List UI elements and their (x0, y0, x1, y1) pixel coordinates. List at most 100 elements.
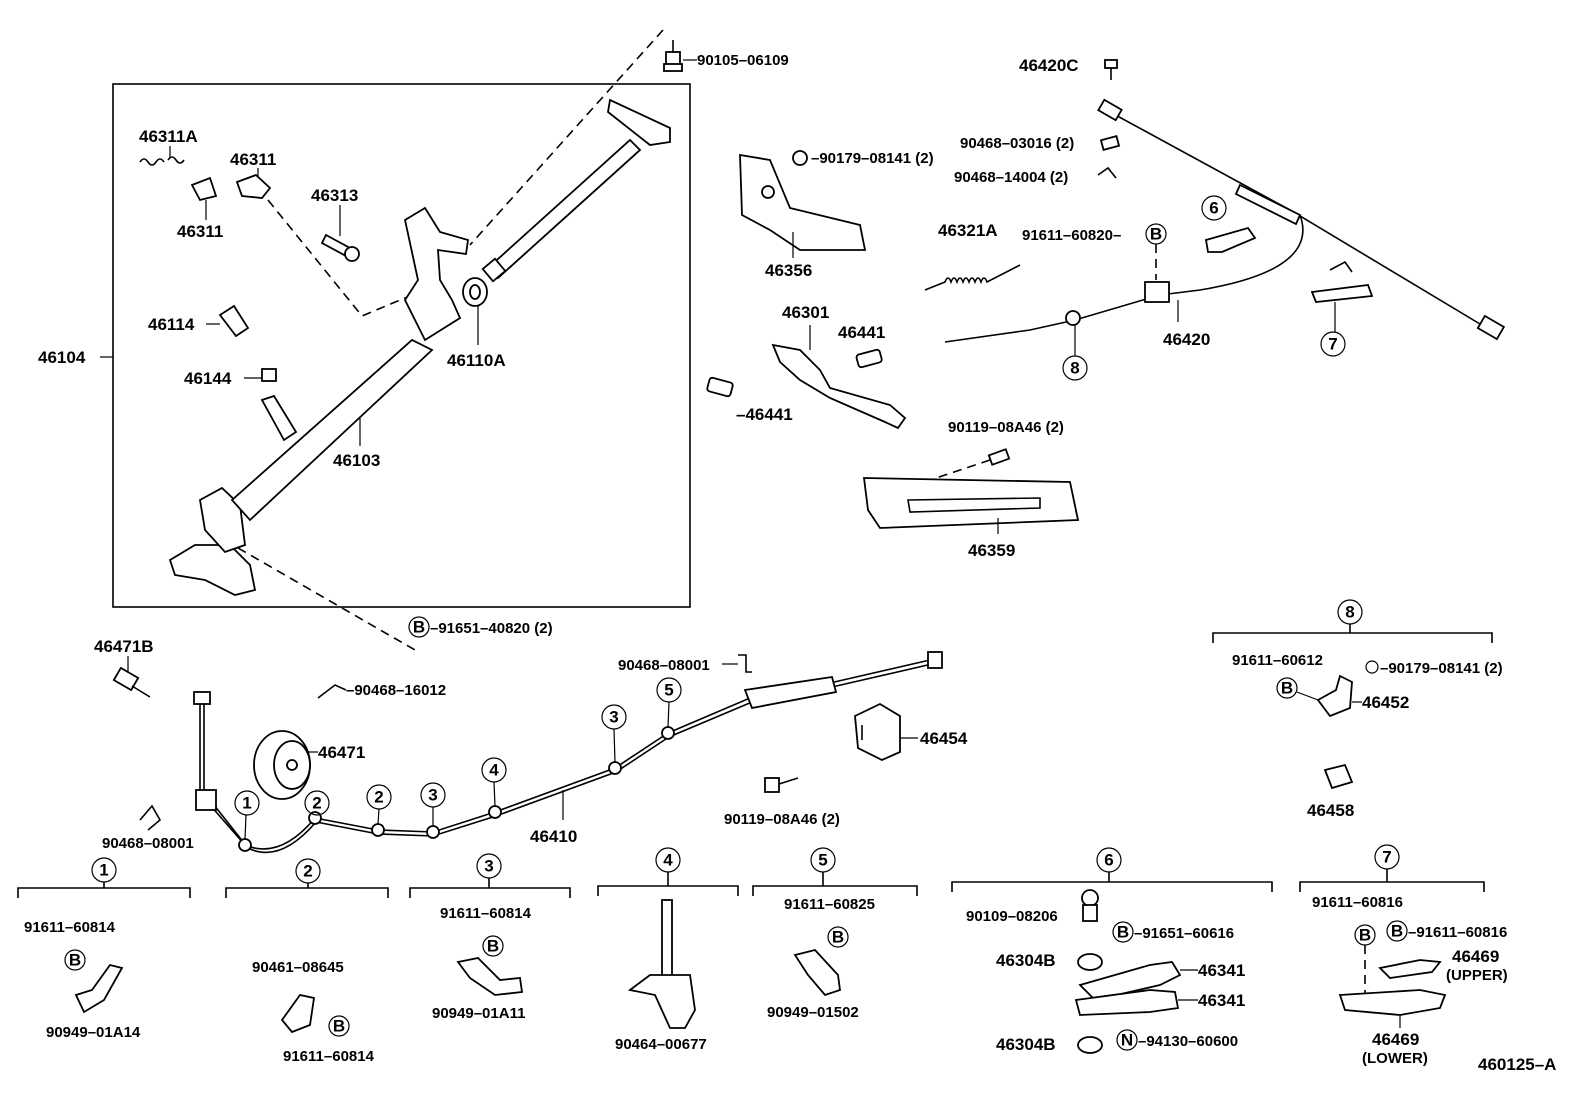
label-g7-lower: (LOWER) (1362, 1050, 1428, 1067)
bushing-46441-a-icon (855, 348, 883, 369)
label-g1-90949-01A14: 90949–01A14 (46, 1024, 141, 1041)
label-g7-91611-60816-b: –91611–60816 (1408, 924, 1507, 941)
label-46103: 46103 (333, 451, 380, 470)
pin-46313-icon (320, 233, 360, 262)
marker-3: 3 (484, 857, 493, 876)
marker-2: 2 (374, 788, 383, 807)
bracket-46311-a-icon (190, 176, 218, 202)
label-46104: 46104 (38, 348, 86, 367)
label-g6-46341-b: 46341 (1198, 991, 1245, 1010)
label-g6-91651-60616: –91651–60616 (1134, 925, 1234, 942)
label-46311-top: 46311 (230, 150, 276, 169)
marker-7: 7 (1328, 335, 1337, 354)
label-46471B: 46471B (94, 637, 154, 656)
label-46311-bottom: 46311 (177, 222, 223, 241)
label-46301: 46301 (782, 303, 829, 322)
bushing-46110A-icon (462, 277, 488, 307)
marker-N: N (1121, 1031, 1133, 1050)
label-90179-08141-top: –90179–08141 (2) (811, 150, 934, 167)
bolt-46420C-icon (1104, 59, 1118, 80)
marker-2: 2 (312, 794, 321, 813)
label-46420C: 46420C (1019, 56, 1079, 75)
label-g6-90109-08206: 90109–08206 (966, 908, 1058, 925)
bolt-90105-06109-icon (663, 40, 683, 72)
cable-46410-icon (193, 651, 943, 854)
part-46114-icon (218, 304, 250, 338)
marker-3: 3 (609, 708, 618, 727)
label-g4-90464-00677: 90464–00677 (615, 1036, 707, 1053)
marker-6: 6 (1104, 851, 1113, 870)
marker-5: 5 (818, 851, 827, 870)
label-90468-08001-left: 90468–08001 (102, 835, 194, 852)
marker-4: 4 (663, 851, 673, 870)
label-91611-60612: 91611–60612 (1232, 652, 1323, 669)
label-91611-60820: 91611–60820– (1022, 227, 1121, 244)
clamp-90949-01502-icon (793, 948, 841, 997)
label-90105-06109: 90105–06109 (697, 52, 789, 69)
bolt-46471B-icon (112, 666, 151, 698)
bushing-46304B-top-icon (1077, 953, 1103, 971)
pulley-46471-icon (253, 730, 311, 800)
marker-B: B (1117, 923, 1129, 942)
bracket-7-icon (1310, 260, 1374, 303)
marker-B: B (1359, 926, 1371, 945)
label-90179-08141-right: –90179–08141 (2) (1380, 660, 1503, 677)
label-46110A: 46110A (447, 351, 506, 370)
spring-46311A-icon (139, 156, 185, 166)
bracket-46311-b-icon (235, 173, 272, 199)
label-g1-91611-60814: 91611–60814 (24, 919, 116, 936)
marker-3: 3 (428, 786, 437, 805)
label-g7-91611-60816-a: 91611–60816 (1312, 894, 1403, 911)
clip-46458-icon (1323, 763, 1354, 790)
part-46144-icon (261, 368, 277, 382)
label-46359: 46359 (968, 541, 1015, 560)
label-g2-90461-08645: 90461–08645 (252, 959, 344, 976)
label-46441-b: –46441 (736, 405, 793, 424)
lever-assembly-box (112, 83, 691, 608)
marker-B: B (1391, 922, 1403, 941)
marker-7: 7 (1382, 848, 1391, 867)
label-91651-40820: –91651–40820 (2) (430, 620, 553, 637)
clamp-90949-01A11-icon (456, 957, 524, 996)
bushing-46304B-bottom-icon (1077, 1036, 1103, 1054)
label-90119-08A46-mid: 90119–08A46 (2) (724, 811, 840, 828)
clip-90468-14004-icon (1097, 166, 1117, 179)
label-46441-a: 46441 (838, 323, 885, 342)
tie-90464-00677-icon (627, 899, 696, 1029)
lever-6-icon (1204, 226, 1257, 253)
marker-8: 8 (1070, 359, 1079, 378)
label-g6-46304B-top: 46304B (996, 951, 1056, 970)
label-46471: 46471 (318, 743, 365, 762)
label-g7-46469-upper: 46469 (1452, 947, 1499, 966)
bracket-46454-icon (854, 702, 901, 761)
marker-B: B (1150, 225, 1162, 244)
label-90468-14004: 90468–14004 (2) (954, 169, 1068, 186)
bracket-46469-lower-icon (1338, 989, 1447, 1016)
label-46420: 46420 (1163, 330, 1210, 349)
bolt-90119-08A46-mid-icon (764, 777, 799, 793)
bracket-46359-icon (862, 477, 1080, 529)
marker-B: B (333, 1017, 345, 1036)
label-90468-16012: –90468–16012 (346, 682, 446, 699)
marker-1: 1 (242, 794, 251, 813)
bracket-46452-icon (1316, 674, 1353, 718)
label-g3-90949-01A11: 90949–01A11 (432, 1005, 525, 1022)
spring-46321A-icon (924, 264, 1021, 291)
marker-4: 4 (489, 761, 499, 780)
marker-B: B (69, 951, 81, 970)
marker-1: 1 (99, 861, 108, 880)
marker-B: B (1281, 679, 1293, 698)
nut-90179-08141-icon (792, 150, 808, 166)
lever-46103-icon (168, 206, 470, 596)
label-46311A: 46311A (139, 127, 198, 146)
label-g7-upper: (UPPER) (1446, 967, 1508, 984)
marker-8: 8 (1345, 603, 1354, 622)
marker-B: B (413, 618, 425, 637)
clip-90468-03016-icon (1099, 134, 1121, 152)
marker-B: B (487, 937, 499, 956)
bolt-90119-08A46-top-icon (987, 448, 1011, 466)
clip-90468-08001-mid-icon (738, 654, 752, 673)
clip-90468-16012-icon (317, 684, 347, 699)
label-46452: 46452 (1362, 693, 1409, 712)
